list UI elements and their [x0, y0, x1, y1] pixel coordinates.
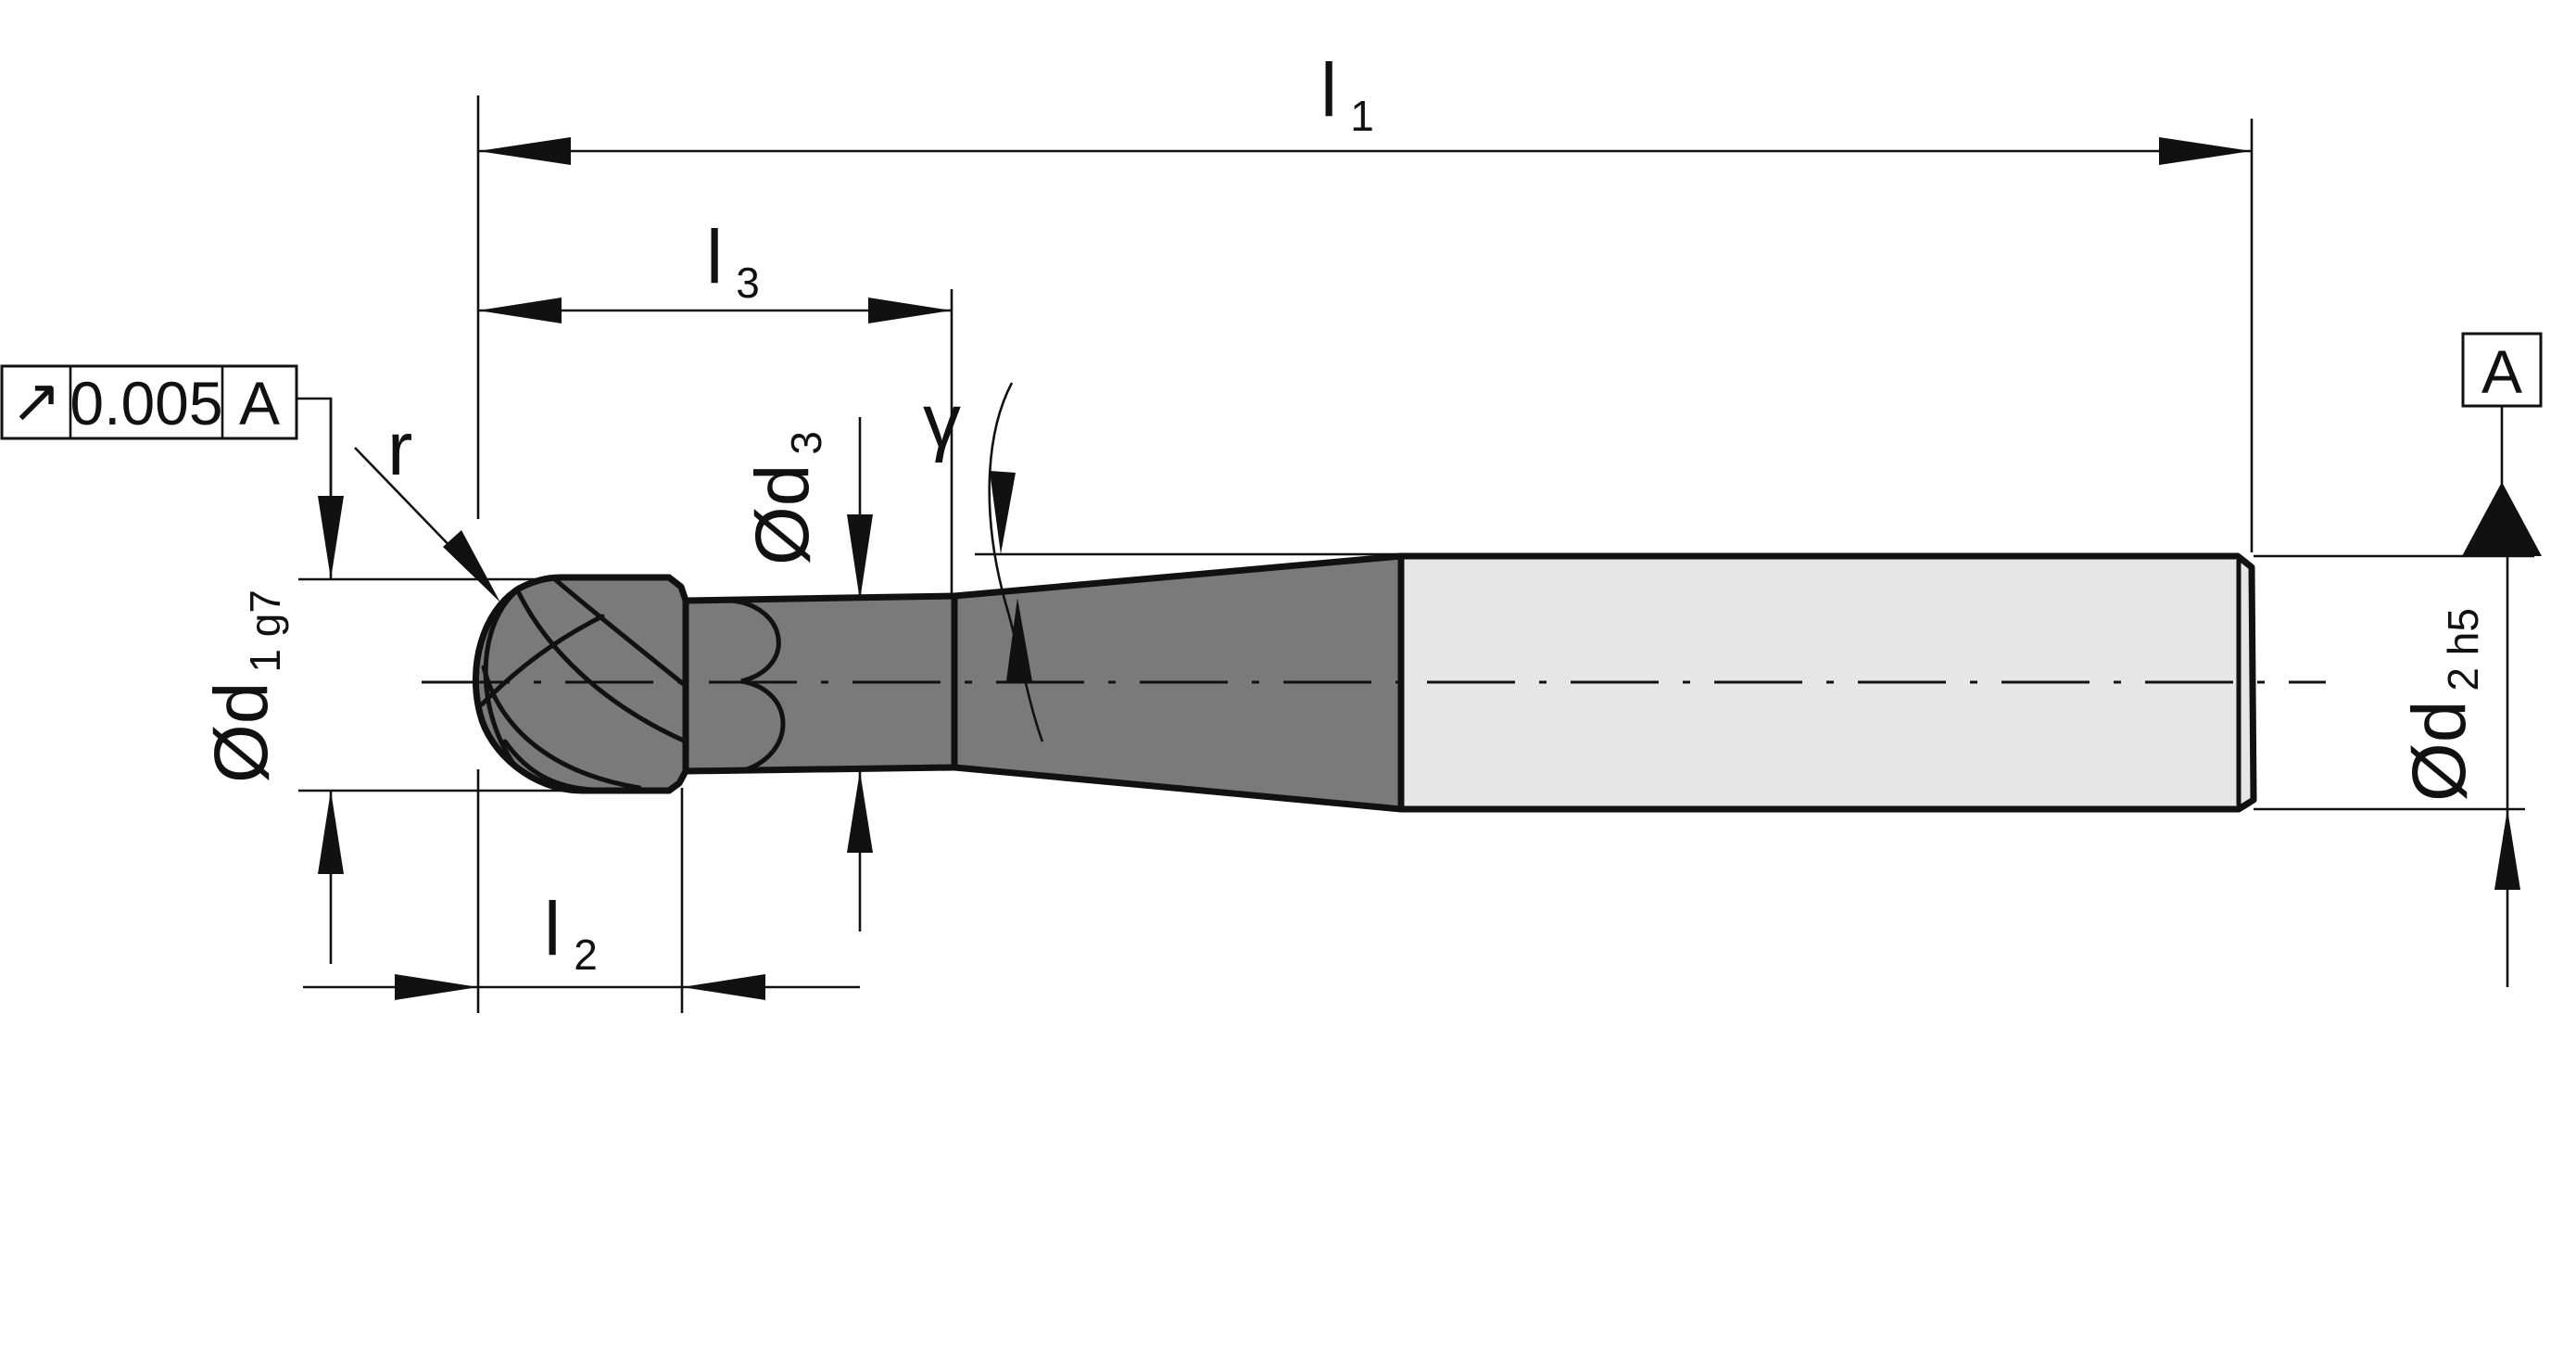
arrow-d2-bottom	[2494, 809, 2520, 890]
ball-front-arc	[483, 583, 526, 767]
arrow-l1-left	[478, 137, 571, 165]
arrow-l3-left	[478, 298, 562, 323]
flute-1	[553, 577, 688, 689]
dim-d3: Ød3	[740, 417, 873, 931]
arrow-gamma-bottom	[1006, 598, 1032, 681]
flute-4	[502, 739, 596, 792]
tolerance-dividers	[69, 366, 224, 438]
radius-r: r	[354, 407, 500, 602]
tolerance-datum: A	[239, 369, 280, 437]
arrow-d3-top	[847, 514, 873, 601]
arrow-r	[443, 530, 500, 602]
angle-gamma: γ	[923, 379, 1401, 742]
arrow-l1-right	[2159, 137, 2252, 165]
dim-d1: Ød1 g7	[199, 399, 593, 964]
gamma-arc	[988, 382, 1044, 742]
datum-triangle	[2462, 482, 2542, 556]
flute-2	[516, 590, 688, 744]
dim-d2: Ød2 h5	[2254, 554, 2534, 987]
datum-box	[2461, 332, 2543, 408]
arrow-d1-top	[318, 496, 344, 579]
label-r: r	[387, 407, 412, 491]
arrow-l2-left	[395, 974, 478, 1000]
tolerance-value: 0.005	[69, 369, 222, 437]
arrow-gamma-top	[990, 471, 1016, 554]
datum-a: A	[2461, 332, 2543, 556]
tolerance-leader	[297, 397, 333, 496]
datum-label: A	[2481, 337, 2522, 406]
arrow-d1-bottom	[318, 791, 344, 874]
label-gamma: γ	[923, 379, 961, 463]
tolerance-frame: ↗ 0.005 A	[0, 364, 333, 496]
arrow-l3-right	[868, 298, 952, 323]
label-d3: Ød3	[740, 431, 830, 565]
neck	[672, 596, 954, 771]
cutting-head	[472, 574, 689, 794]
arrow-l2-right	[682, 974, 765, 1000]
label-d1: Ød1 g7	[199, 589, 289, 783]
tolerance-box	[0, 364, 298, 440]
flute-3	[481, 665, 642, 791]
arrow-d3-bottom	[847, 771, 873, 853]
label-d2: Ød2 h5	[2397, 608, 2487, 802]
runout-icon: ↗	[10, 366, 61, 435]
flute-6	[479, 614, 605, 707]
